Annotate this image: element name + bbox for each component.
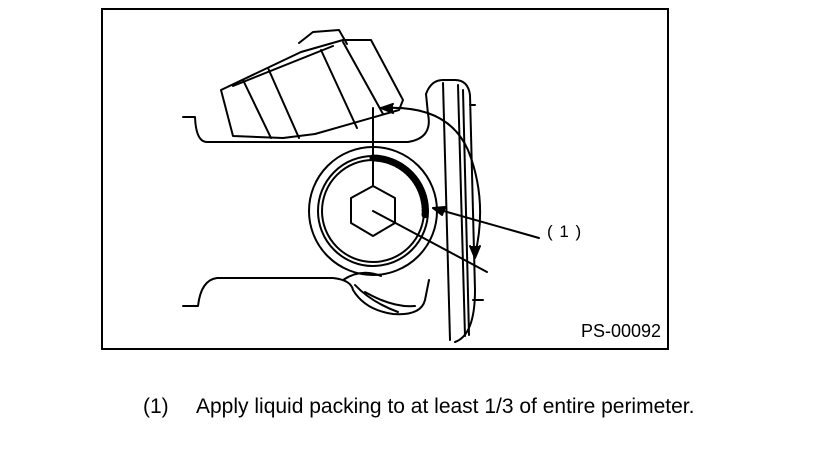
arrow-head-bottom [469,245,481,259]
legend-text: Apply liquid packing to at least 1/3 of … [196,395,695,418]
callout-arrow-head [432,206,446,216]
technical-illustration [182,29,540,343]
bracket-lines [232,41,384,139]
flange-line-2 [457,84,466,337]
figure-frame: ( 1 ) PS-00092 [101,8,669,350]
liquid-packing-arc [369,154,429,219]
lower-housing-outline [182,277,430,316]
callout-label: ( 1 ) [547,222,583,241]
bracket-tab [298,29,348,45]
reference-line-diagonal [372,210,488,273]
figure-id: PS-00092 [580,321,661,341]
upper-housing-outline [182,79,456,143]
right-stub [469,104,484,301]
lower-casting [342,271,416,313]
legend-item: (1) Apply liquid packing to at least 1/3… [143,392,743,422]
callout-leader [432,207,540,239]
legend-number: (1) [143,395,169,418]
hex-socket [350,185,396,237]
flange-line-3 [462,89,470,336]
bracket-block [220,39,404,139]
arrow-head-top [380,103,394,114]
